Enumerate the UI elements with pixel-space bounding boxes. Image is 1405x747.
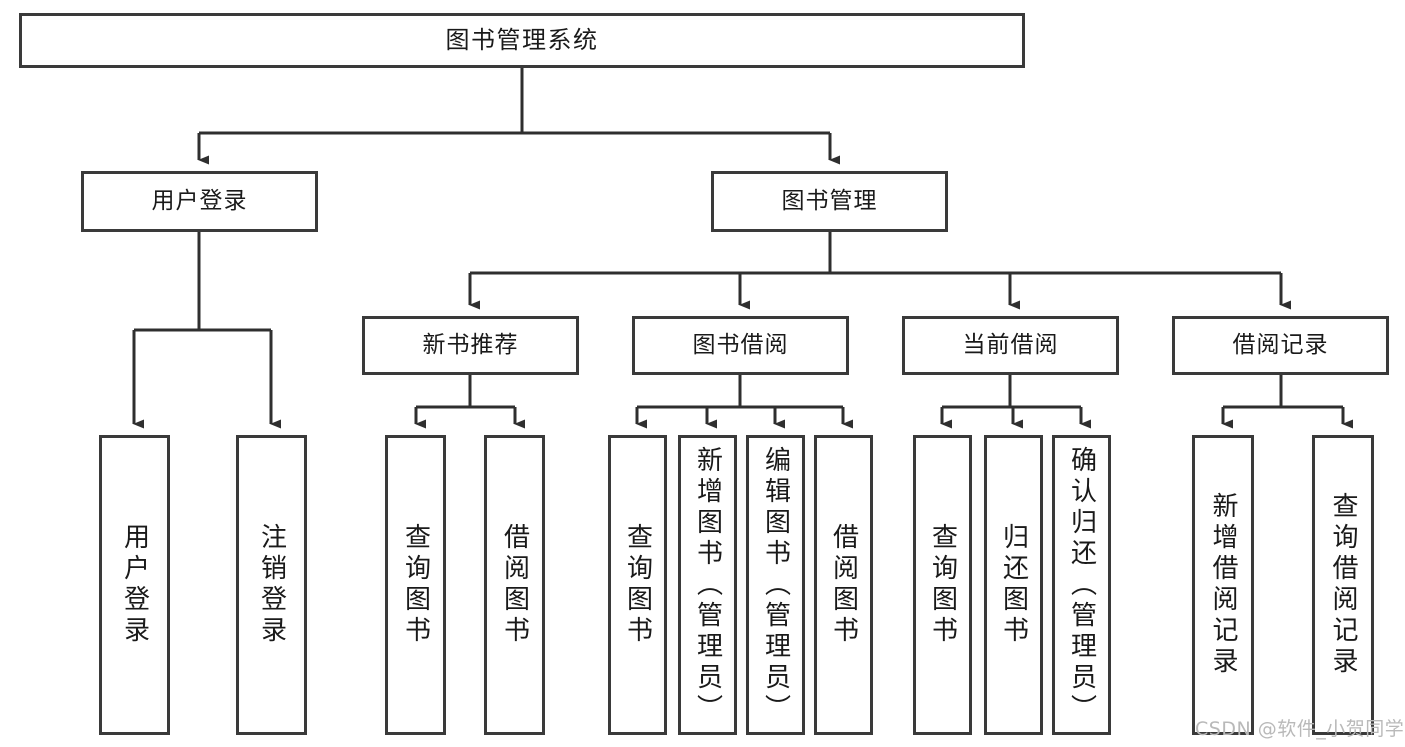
- node-root[interactable]: 图书管理系统: [19, 13, 1025, 68]
- leaf-query-book-1-label: 查询图书: [400, 523, 431, 647]
- leaf-query-book-2-label: 查询图书: [622, 523, 653, 647]
- leaf-add-record-label: 新增借阅记录: [1208, 492, 1238, 678]
- node-borrow-record[interactable]: 借阅记录: [1172, 316, 1389, 375]
- node-book-borrow-label: 图书借阅: [692, 331, 789, 358]
- node-user-login[interactable]: 用户登录: [81, 171, 318, 232]
- leaf-add-record[interactable]: 新增借阅记录: [1192, 435, 1254, 735]
- leaf-query-book-1[interactable]: 查询图书: [385, 435, 446, 735]
- node-current-borrow-label: 当前借阅: [962, 331, 1059, 358]
- leaf-borrow-book-1[interactable]: 借阅图书: [484, 435, 545, 735]
- leaf-user-login-label: 用户登录: [119, 523, 150, 647]
- leaf-query-book-3-label: 查询图书: [927, 523, 958, 647]
- watermark: CSDN @软件_小贺同学: [1195, 718, 1405, 740]
- leaf-borrow-book-2[interactable]: 借阅图书: [814, 435, 873, 735]
- node-user-login-label: 用户登录: [151, 187, 248, 214]
- leaf-borrow-book-2-label: 借阅图书: [828, 523, 859, 647]
- leaf-edit-book-label: 编辑图书（管理员）: [760, 445, 791, 725]
- node-new-book-recommend-label: 新书推荐: [422, 331, 519, 358]
- leaf-confirm-return-label: 确认归还（管理员）: [1066, 445, 1097, 725]
- leaf-query-record[interactable]: 查询借阅记录: [1312, 435, 1374, 735]
- leaf-logout[interactable]: 注销登录: [236, 435, 307, 735]
- node-book-manage-label: 图书管理: [781, 187, 878, 214]
- leaf-query-book-3[interactable]: 查询图书: [913, 435, 972, 735]
- leaf-query-book-2[interactable]: 查询图书: [608, 435, 667, 735]
- leaf-return-book-label: 归还图书: [998, 523, 1029, 647]
- node-book-manage[interactable]: 图书管理: [711, 171, 948, 232]
- leaf-return-book[interactable]: 归还图书: [984, 435, 1043, 735]
- node-book-borrow[interactable]: 图书借阅: [632, 316, 849, 375]
- node-borrow-record-label: 借阅记录: [1232, 331, 1329, 358]
- leaf-add-book[interactable]: 新增图书（管理员）: [678, 435, 737, 735]
- leaf-borrow-book-1-label: 借阅图书: [499, 523, 530, 647]
- leaf-confirm-return[interactable]: 确认归还（管理员）: [1052, 435, 1111, 735]
- node-root-label: 图书管理系统: [445, 26, 599, 55]
- leaf-logout-label: 注销登录: [256, 523, 287, 647]
- node-current-borrow[interactable]: 当前借阅: [902, 316, 1119, 375]
- leaf-query-record-label: 查询借阅记录: [1328, 492, 1358, 678]
- leaf-edit-book[interactable]: 编辑图书（管理员）: [746, 435, 805, 735]
- leaf-add-book-label: 新增图书（管理员）: [692, 445, 723, 725]
- node-new-book-recommend[interactable]: 新书推荐: [362, 316, 579, 375]
- leaf-user-login[interactable]: 用户登录: [99, 435, 170, 735]
